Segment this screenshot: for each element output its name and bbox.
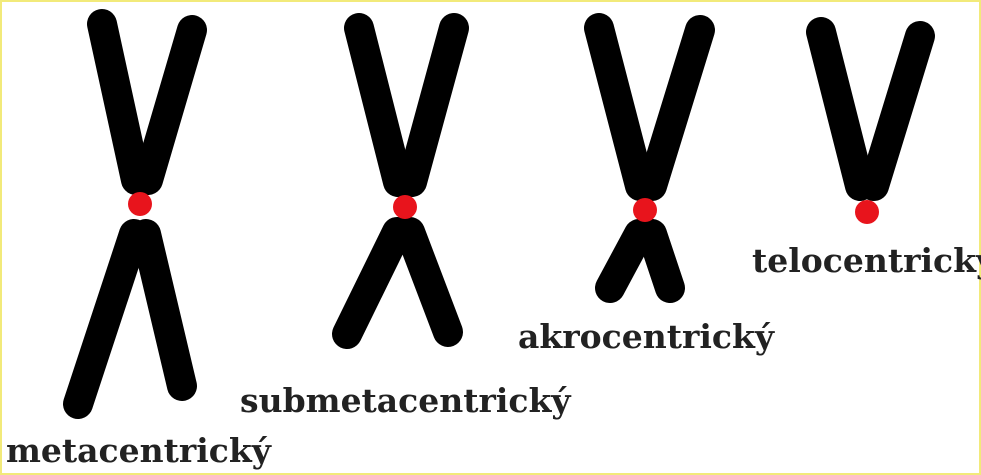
metacentric-centromere [128, 192, 152, 216]
submetacentric-chromosome [347, 28, 454, 334]
metacentric-upper-right-arm [148, 30, 192, 180]
submetacentric-upper-right-arm [412, 28, 454, 182]
submetacentric-lower-right-arm [410, 232, 448, 332]
submetacentric-upper-left-arm [359, 28, 398, 182]
acrocentric-upper-right-arm [652, 30, 700, 186]
submetacentric-lower-left-arm [347, 232, 397, 334]
metacentric-upper-left-arm [102, 24, 136, 180]
telocentric-centromere [855, 200, 879, 224]
telocentric-right-arm [874, 36, 920, 186]
acrocentric-lower-left-arm [610, 234, 639, 288]
telocentric-left-arm [821, 32, 860, 186]
metacentric-lower-left-arm [78, 234, 134, 404]
acrocentric-centromere [633, 198, 657, 222]
acrocentric-upper-left-arm [599, 28, 640, 186]
telocentric-chromosome [821, 32, 920, 186]
telocentric-label: telocentrický [752, 244, 981, 277]
acrocentric-label: akrocentrický [518, 320, 774, 353]
acrocentric-lower-right-arm [652, 234, 670, 288]
submetacentric-label: submetacentrický [240, 384, 571, 417]
acrocentric-chromosome [599, 28, 700, 288]
submetacentric-centromere [393, 195, 417, 219]
metacentric-label: metacentrický [6, 434, 271, 467]
metacentric-lower-right-arm [146, 234, 182, 386]
